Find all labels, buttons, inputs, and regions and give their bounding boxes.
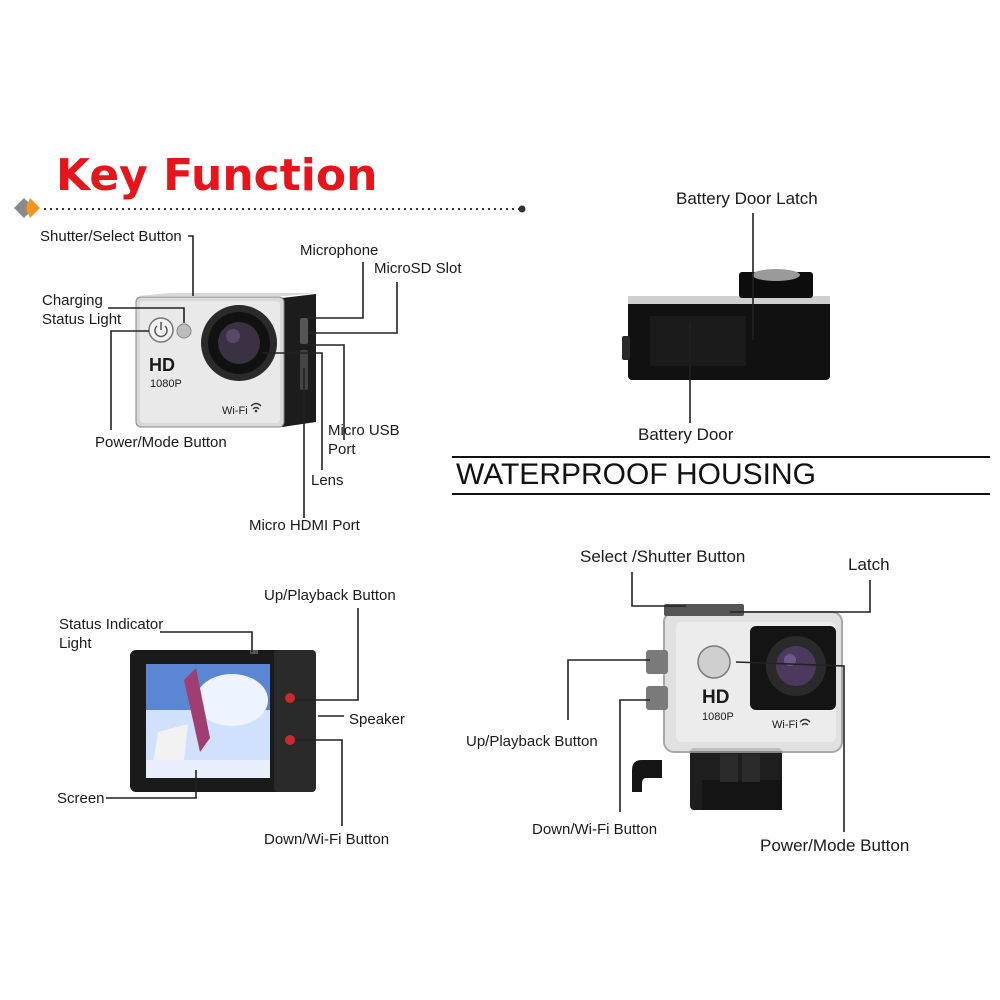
header-marker-icon: [14, 198, 40, 218]
top-camera: [622, 269, 830, 380]
housing-badge-hd: HD: [702, 687, 730, 708]
front-badge-res: 1080P: [150, 378, 182, 390]
label-charging-status-light-2: Status Light: [42, 311, 122, 328]
front-leader-lines: [108, 235, 398, 518]
label-micro-hdmi-port: Micro HDMI Port: [249, 517, 360, 534]
housing-badge-res: 1080P: [702, 711, 734, 723]
housing-camera: [632, 604, 843, 810]
label-battery-door-latch: Battery Door Latch: [676, 189, 818, 208]
housing-heading: WATERPROOF HOUSING: [456, 458, 816, 491]
label-status-indicator-light-1: Status Indicator: [59, 616, 164, 633]
label-latch: Latch: [848, 555, 890, 574]
label-battery-door: Battery Door: [638, 425, 734, 444]
front-badge-hd: HD: [149, 355, 175, 375]
label-micro-usb-port-2: Port: [328, 441, 356, 458]
label-shutter-select-button: Shutter/Select Button: [40, 228, 182, 245]
label-housing-up-playback-button: Up/Playback Button: [466, 733, 598, 750]
front-badge-wifi: Wi-Fi: [222, 405, 248, 417]
label-housing-power-mode-button: Power/Mode Button: [760, 836, 910, 855]
housing-badge-wifi: Wi-Fi: [772, 719, 798, 731]
page-title: Key Function: [56, 150, 378, 201]
rear-leader-lines: [106, 608, 359, 826]
label-up-playback-button: Up/Playback Button: [264, 587, 396, 604]
label-microphone: Microphone: [300, 242, 379, 259]
label-screen: Screen: [57, 790, 105, 807]
label-lens: Lens: [311, 472, 344, 489]
label-housing-down-wifi-button: Down/Wi-Fi Button: [532, 821, 658, 838]
label-micro-usb-port-1: Micro USB: [328, 422, 400, 439]
rear-camera: [130, 650, 316, 792]
label-microsd-slot: MicroSD Slot: [374, 260, 462, 277]
housing-leader-lines: [567, 572, 871, 832]
label-power-mode-button: Power/Mode Button: [95, 434, 227, 451]
front-camera: [135, 293, 318, 428]
label-charging-status-light-1: Charging: [42, 292, 103, 309]
label-select-shutter-button: Select /Shutter Button: [580, 547, 746, 566]
header-rule-end-dot: [518, 205, 526, 213]
label-status-indicator-light-2: Light: [59, 635, 92, 652]
top-leader-lines: [689, 213, 754, 423]
label-down-wifi-button: Down/Wi-Fi Button: [264, 831, 390, 848]
label-speaker: Speaker: [349, 711, 405, 728]
